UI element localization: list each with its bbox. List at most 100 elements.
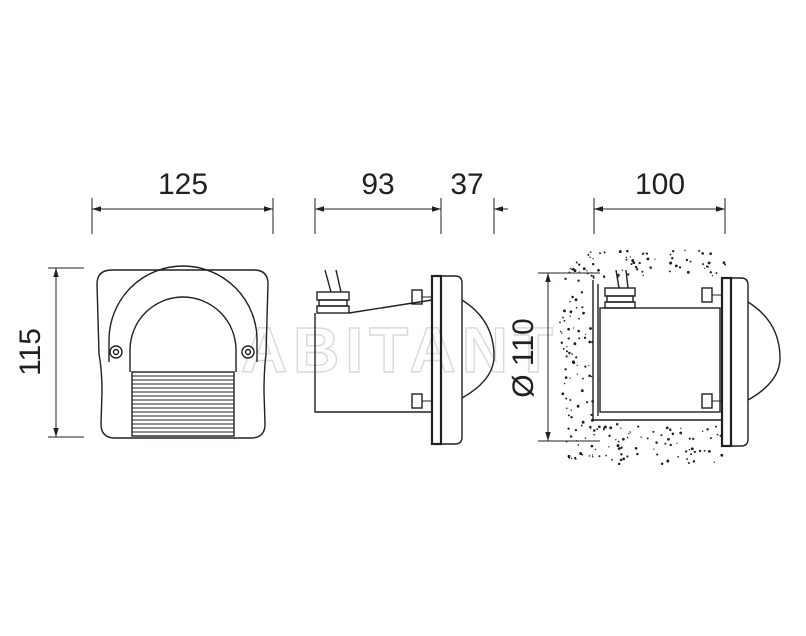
plaster-speck: [569, 310, 573, 314]
plaster-speck: [565, 397, 568, 400]
plaster-speck: [589, 425, 592, 429]
plaster-speck: [679, 431, 683, 435]
installed-recess: [592, 280, 722, 421]
plaster-speck: [711, 274, 714, 277]
front-width-label: 125: [158, 168, 208, 201]
plaster-speck: [678, 266, 682, 269]
plaster-speck: [636, 452, 639, 456]
plaster-speck: [570, 409, 573, 411]
plaster-speck: [645, 252, 649, 255]
plaster-speck: [616, 444, 620, 448]
plaster-speck: [708, 450, 711, 453]
plaster-speck: [628, 433, 630, 435]
plaster-speck: [621, 269, 624, 271]
plaster-speck: [581, 377, 584, 380]
plaster-speck: [688, 437, 691, 440]
plaster-speck: [559, 321, 561, 324]
plaster-speck: [564, 277, 567, 281]
plaster-speck: [581, 454, 583, 456]
plaster-speck: [575, 356, 578, 359]
plaster-speck: [578, 317, 580, 320]
plaster-speck: [564, 368, 567, 371]
installed-clip-bottom: [701, 393, 713, 409]
side-cable-1: [324, 269, 332, 293]
front-housing-outline: [96, 269, 269, 439]
plaster-speck: [578, 337, 581, 340]
front-screw-right: [241, 345, 255, 359]
plaster-speck: [570, 457, 573, 460]
plaster-speck: [580, 424, 583, 427]
plaster-speck: [569, 267, 571, 269]
plaster-speck: [671, 432, 675, 436]
plaster-speck: [577, 329, 580, 333]
plaster-speck: [703, 267, 706, 269]
plaster-speck: [703, 449, 706, 452]
plaster-speck: [579, 452, 583, 455]
plaster-speck: [577, 444, 580, 446]
flange-depth-label: 37: [450, 168, 483, 201]
plaster-speck: [563, 309, 566, 313]
installed-gland-mid: [606, 295, 634, 303]
installed-flange-plate: [720, 276, 733, 448]
plaster-speck: [715, 272, 718, 275]
plaster-speck: [575, 261, 578, 264]
plaster-speck: [724, 263, 727, 266]
plaster-speck: [688, 449, 691, 451]
plaster-speck: [713, 461, 715, 463]
plaster-speck: [580, 389, 584, 393]
plaster-speck: [641, 253, 644, 256]
installed-cable-1: [615, 269, 620, 289]
plaster-speck: [626, 436, 629, 439]
plaster-speck: [588, 340, 592, 344]
plaster-speck: [615, 439, 617, 441]
installed-dome: [747, 301, 781, 401]
side-clip-bottom: [411, 393, 423, 409]
front-screw-left: [109, 345, 123, 359]
plaster-speck: [561, 316, 564, 318]
plaster-speck: [667, 437, 670, 441]
plaster-speck: [588, 365, 590, 367]
plaster-speck: [563, 382, 566, 385]
plaster-speck: [687, 462, 690, 464]
plaster-speck: [602, 275, 606, 278]
plaster-speck: [709, 437, 712, 440]
plaster-speck: [567, 327, 570, 331]
plaster-speck: [689, 260, 692, 263]
plaster-speck: [568, 351, 571, 355]
plaster-speck: [655, 441, 658, 444]
installed-view: 100 Ø 110: [507, 168, 781, 466]
plaster-speck: [674, 264, 678, 268]
plaster-speck: [569, 300, 571, 303]
side-cable-gland-top: [316, 291, 350, 301]
plaster-speck: [562, 317, 564, 319]
plaster-speck: [593, 429, 596, 432]
plaster-speck: [632, 261, 636, 265]
side-dome: [461, 299, 495, 399]
plaster-speck: [589, 251, 592, 253]
plaster-speck: [578, 271, 581, 273]
plaster-speck: [592, 276, 595, 279]
side-cable-gland-mid: [318, 299, 348, 307]
front-louvre-slats: [132, 375, 234, 433]
plaster-speck: [701, 252, 704, 255]
plaster-speck: [582, 311, 585, 315]
plaster-speck: [626, 455, 629, 458]
plaster-speck: [669, 443, 672, 447]
plaster-speck: [660, 462, 664, 465]
plaster-speck: [629, 256, 631, 258]
plaster-speck: [629, 431, 631, 433]
plaster-speck: [590, 444, 594, 448]
plaster-speck: [722, 261, 726, 264]
plaster-speck: [627, 273, 630, 276]
plaster-speck: [590, 427, 592, 430]
plaster-speck: [576, 364, 578, 367]
plaster-speck: [698, 249, 701, 252]
plaster-speck: [625, 258, 628, 261]
plaster-speck: [590, 274, 593, 277]
plaster-speck: [701, 430, 704, 432]
side-flange-plate: [430, 274, 443, 446]
plaster-speck: [560, 341, 564, 344]
plaster-speck: [636, 268, 639, 271]
plaster-speck: [641, 270, 644, 273]
